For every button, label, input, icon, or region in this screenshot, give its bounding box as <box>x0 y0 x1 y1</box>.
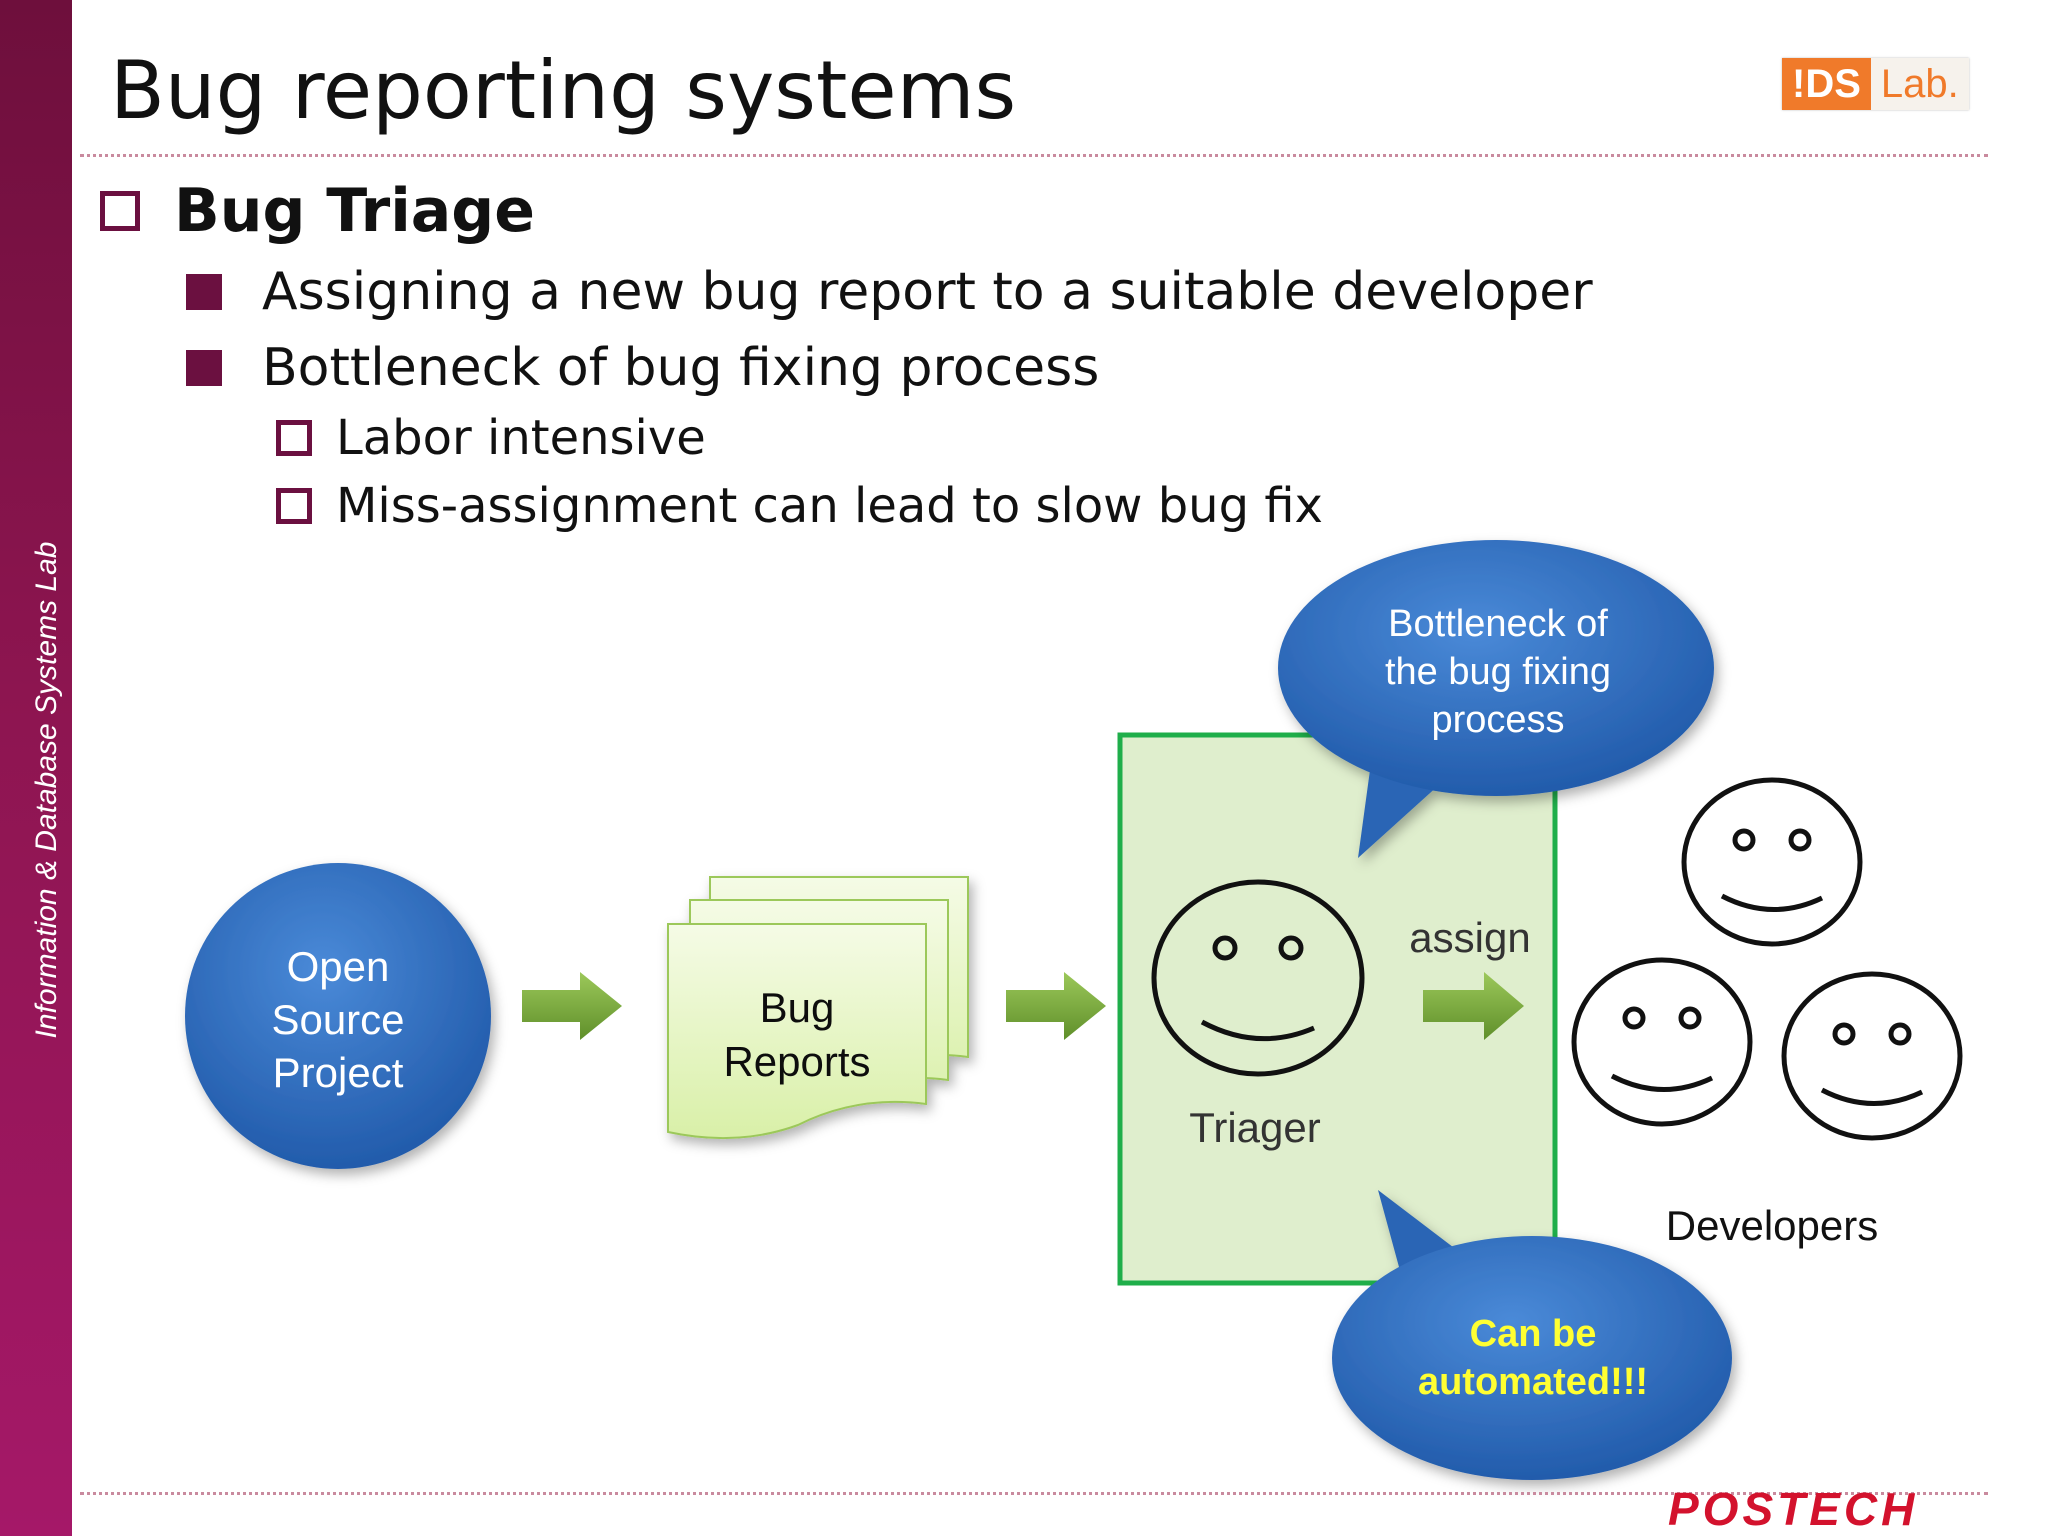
callout-bottom-line: Can be <box>1470 1313 1597 1355</box>
bullet-level2: Assigning a new bug report to a suitable… <box>186 262 1593 322</box>
bullet-level1: Bug Triage <box>100 176 535 246</box>
hollow-square-bullet-icon <box>276 488 312 524</box>
callout-top-line: process <box>1431 699 1564 741</box>
logo-lab: Lab. <box>1870 58 1969 110</box>
bullet-text: Miss-assignment can lead to slow bug fix <box>336 478 1323 534</box>
bullet-level3: Labor intensive <box>276 410 706 466</box>
reports-label-line: Bug <box>760 984 835 1031</box>
assign-label: assign <box>1409 914 1530 961</box>
postech-logo: POSTECH <box>1668 1483 1919 1535</box>
hollow-square-bullet-icon <box>100 191 140 231</box>
sidebar: Information & Database Systems Lab <box>0 0 72 1536</box>
callout-bottleneck: Bottleneck of the bug fixing process <box>1278 540 1714 858</box>
arrow-right-icon <box>1423 972 1524 1040</box>
top-divider <box>80 154 1988 157</box>
source-label-line: Project <box>273 1049 404 1096</box>
hollow-square-bullet-icon <box>276 420 312 456</box>
open-source-project-node: Open Source Project <box>185 863 491 1169</box>
callout-top-line: the bug fixing <box>1385 651 1611 693</box>
developer-smiley-icon <box>1681 777 1863 947</box>
source-label-line: Source <box>271 996 404 1043</box>
bullet-level3: Miss-assignment can lead to slow bug fix <box>276 478 1323 534</box>
source-label-line: Open <box>287 943 390 990</box>
triager-smiley-icon <box>1151 879 1365 1077</box>
arrow-right-icon <box>1006 972 1106 1040</box>
bottom-divider <box>80 1492 1988 1495</box>
developer-smiley-icon <box>1781 971 1963 1141</box>
bullet-level2: Bottleneck of bug fixing process <box>186 338 1099 398</box>
arrow-right-icon <box>522 972 622 1040</box>
ids-lab-logo: !DS Lab. <box>1782 58 1969 110</box>
callout-bottom-line: automated!!! <box>1418 1361 1648 1403</box>
slide-title: Bug reporting systems <box>110 44 1017 137</box>
developer-smiley-icon <box>1571 957 1753 1127</box>
callout-automated: Can be automated!!! <box>1332 1190 1732 1480</box>
triager-label: Triager <box>1189 1104 1320 1151</box>
developers-label: Developers <box>1666 1202 1878 1249</box>
bullet-text: Bug Triage <box>174 176 535 246</box>
filled-square-bullet-icon <box>186 274 222 310</box>
filled-square-bullet-icon <box>186 350 222 386</box>
bullet-text: Assigning a new bug report to a suitable… <box>262 262 1593 322</box>
logo-ids: !DS <box>1782 58 1871 110</box>
bug-reports-node: Bug Reports <box>667 876 969 1140</box>
bullet-text: Bottleneck of bug fixing process <box>262 338 1100 398</box>
reports-label-line: Reports <box>723 1038 870 1085</box>
callout-top-line: Bottleneck of <box>1388 603 1608 645</box>
bullet-text: Labor intensive <box>336 410 706 466</box>
